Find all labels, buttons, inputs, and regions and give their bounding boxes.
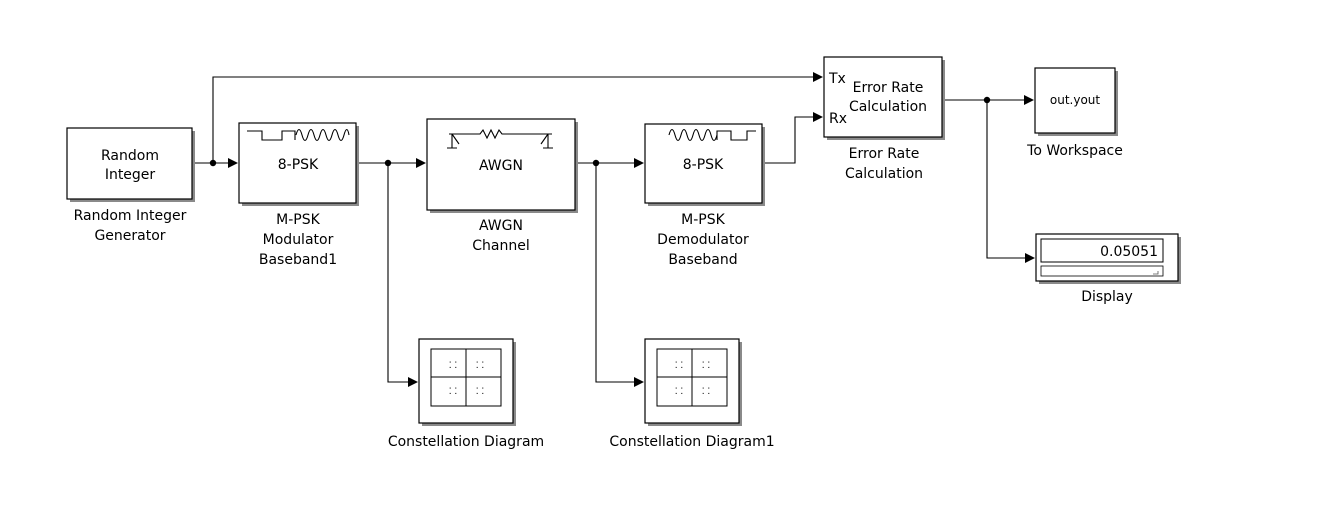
block-caption: M-PSK [276, 212, 320, 228]
sine-wave-icon [295, 128, 350, 142]
square-wave-icon [247, 130, 296, 141]
sine-wave-icon [668, 128, 718, 142]
block-caption: Baseband1 [259, 252, 337, 268]
line-awgn-to-constellation1[interactable] [595, 163, 644, 387]
signal-lines [193, 72, 1035, 387]
svg-text:⁚ ⁚: ⁚ ⁚ [449, 387, 458, 397]
branch-point [209, 159, 217, 167]
block-caption: Error Rate [849, 146, 920, 162]
svg-text:⁚ ⁚: ⁚ ⁚ [675, 361, 684, 371]
svg-text:⁚ ⁚: ⁚ ⁚ [476, 361, 485, 371]
random-integer-generator-block[interactable]: Random Integer [66, 127, 195, 202]
block-caption: Modulator [263, 232, 334, 248]
block-caption: Constellation Diagram1 [609, 434, 774, 450]
resize-grip-icon [1153, 271, 1159, 275]
block-text: 8-PSK [278, 157, 319, 173]
display-readout [1040, 238, 1164, 263]
block-caption: Demodulator [657, 232, 749, 248]
svg-text:⁚ ⁚: ⁚ ⁚ [702, 387, 711, 397]
block-text: AWGN [479, 158, 523, 174]
block-caption: Generator [94, 228, 165, 244]
awgn-channel-block[interactable]: AWGN [426, 118, 578, 213]
block-caption: M-PSK [681, 212, 725, 228]
block-caption: Channel [472, 238, 529, 254]
block-text: out.yout [1050, 93, 1101, 107]
error-rate-calculation-block[interactable]: Tx Rx Error Rate Calculation [823, 56, 945, 140]
block-text: Error Rate [853, 80, 924, 96]
to-workspace-block[interactable]: out.yout [1034, 67, 1118, 136]
constellation-diagram1-block[interactable]: ⁚ ⁚ ⁚ ⁚ ⁚ ⁚ ⁚ ⁚ [644, 338, 742, 426]
svg-text:⁚ ⁚: ⁚ ⁚ [476, 387, 485, 397]
constellation-diagram-block[interactable]: ⁚ ⁚ ⁚ ⁚ ⁚ ⁚ ⁚ ⁚ [418, 338, 516, 426]
block-caption: Baseband [668, 252, 737, 268]
square-wave-icon [716, 130, 756, 141]
mpsk-modulator-block[interactable]: 8-PSK [238, 122, 359, 206]
display-block[interactable]: 0.05051 [1035, 233, 1181, 284]
block-text: Calculation [849, 99, 927, 115]
block-text: Random [101, 148, 159, 164]
line-gen-to-tx[interactable] [212, 72, 823, 163]
line-mod-to-constellation[interactable] [387, 163, 418, 387]
block-caption: AWGN [479, 218, 523, 234]
block-caption: Calculation [845, 166, 923, 182]
block-caption: To Workspace [1026, 143, 1123, 159]
display-scrollbar[interactable] [1040, 265, 1164, 277]
constellation-icon: ⁚ ⁚ ⁚ ⁚ ⁚ ⁚ ⁚ ⁚ [430, 348, 502, 407]
svg-text:⁚ ⁚: ⁚ ⁚ [702, 361, 711, 371]
block-text: 8-PSK [683, 157, 724, 173]
branch-point [983, 96, 991, 104]
branch-point [384, 159, 392, 167]
block-caption: Random Integer [74, 208, 187, 224]
block-caption: Display [1081, 289, 1133, 305]
display-value: 0.05051 [1100, 244, 1158, 260]
block-text: Integer [105, 167, 156, 183]
constellation-icon: ⁚ ⁚ ⁚ ⁚ ⁚ ⁚ ⁚ ⁚ [656, 348, 728, 407]
line-demod-to-rx[interactable] [763, 112, 823, 164]
line-err-to-display[interactable] [986, 100, 1035, 263]
port-rx-label: Rx [829, 111, 847, 127]
port-tx-label: Tx [828, 71, 846, 87]
block-caption: Constellation Diagram [388, 434, 544, 450]
branch-point [592, 159, 600, 167]
mpsk-demodulator-block[interactable]: 8-PSK [644, 123, 765, 206]
svg-text:⁚ ⁚: ⁚ ⁚ [449, 361, 458, 371]
svg-text:⁚ ⁚: ⁚ ⁚ [675, 387, 684, 397]
channel-icon [447, 128, 553, 149]
